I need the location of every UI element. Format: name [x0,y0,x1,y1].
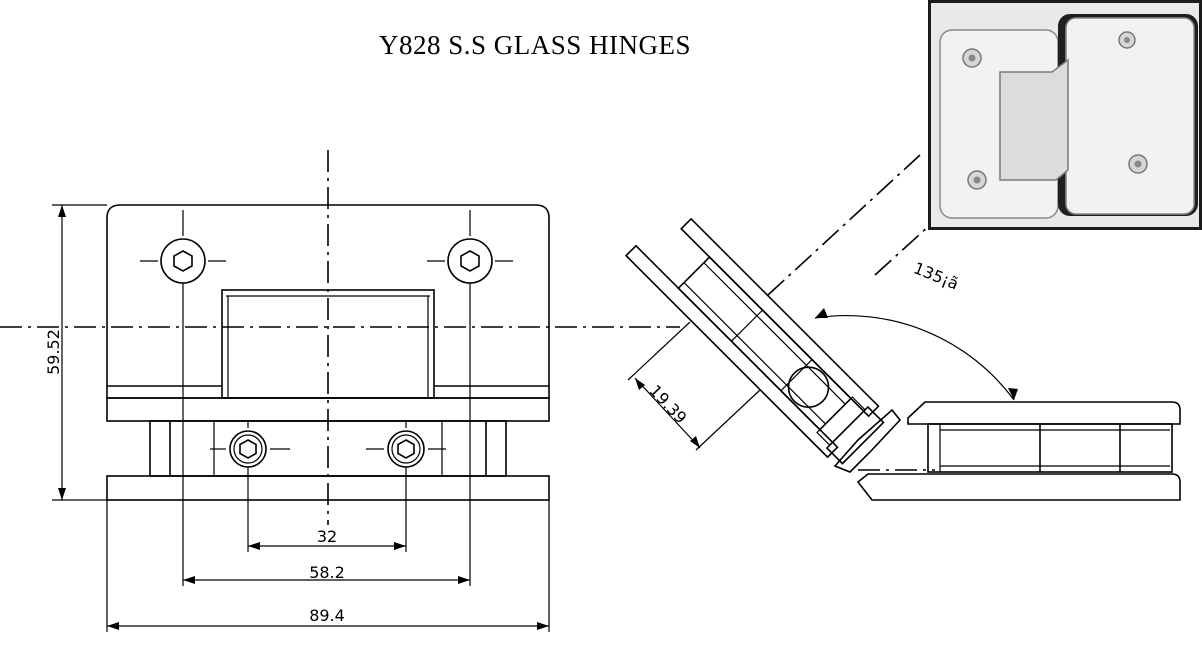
front-view [0,150,680,525]
screw-hole-bottom-left [229,430,267,468]
dimension-glass-offset: 19.39 [645,381,690,427]
dimension-overall-width: 89.4 [309,606,345,625]
dimension-screw-spacing-inner: 32 [317,527,337,546]
dimension-angle: 135¡ã [911,258,961,293]
screw-hole-top-right [447,238,493,284]
screw-hole-top-left [160,238,206,284]
dimension-screw-spacing-outer: 58.2 [309,563,345,582]
screw-hole-bottom-right [387,430,425,468]
page-title: Y828 S.S GLASS HINGES [378,30,692,60]
front-dimensions: 59.52 32 58.2 89.4 [44,204,550,632]
hinge-photo-icon [928,0,1202,230]
dimension-height: 59.52 [44,329,63,375]
